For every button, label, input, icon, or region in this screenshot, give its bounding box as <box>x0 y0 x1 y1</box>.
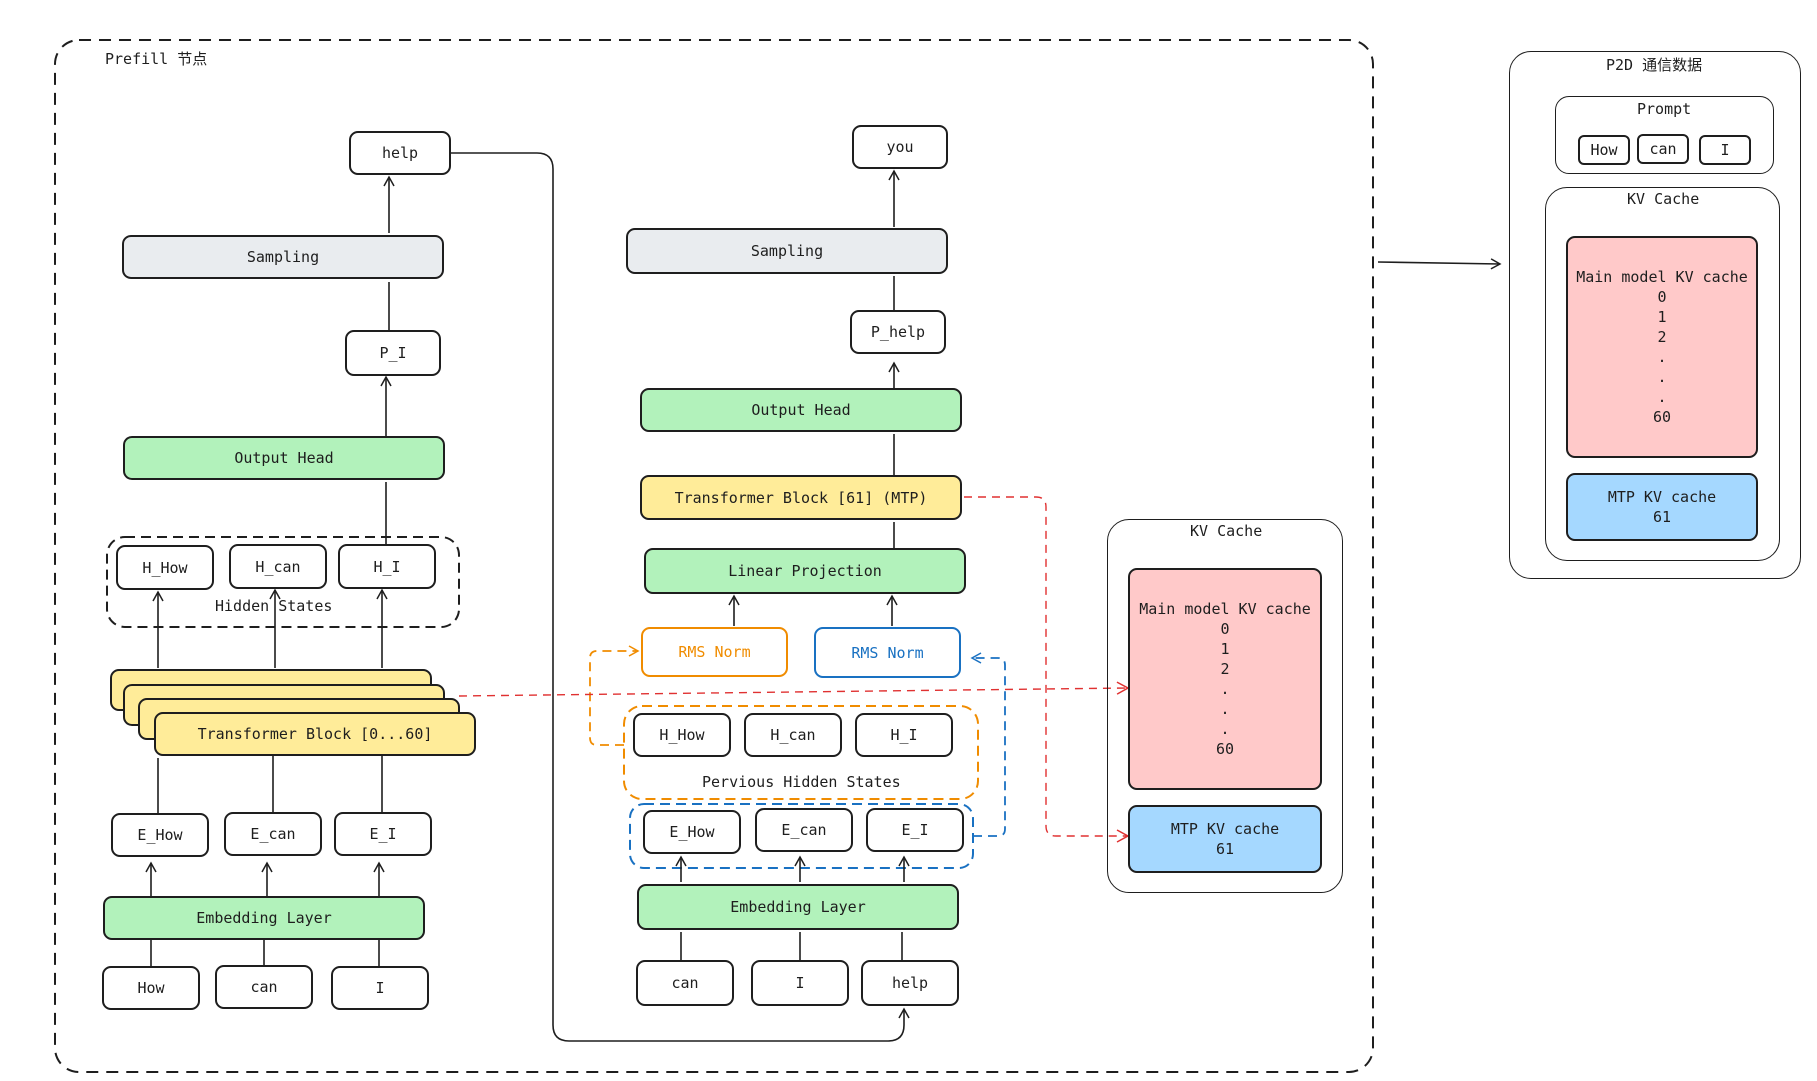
cache-layer: 61 <box>1215 840 1235 858</box>
hidden-states-group <box>106 536 460 628</box>
p2d-mtp-kv-cache: MTP KV cache 61 <box>1566 473 1758 541</box>
mtp-embedding-layer: Embedding Layer <box>637 884 959 930</box>
p2d-prompt-title: Prompt <box>1637 100 1692 118</box>
mtp-embedding: E_I <box>866 808 964 852</box>
cache-layer: . <box>1220 680 1230 698</box>
mtp-output-head: Output Head <box>640 388 962 432</box>
cache-title: MTP KV cache <box>1170 820 1280 838</box>
linear-projection: Linear Projection <box>644 548 966 594</box>
mtp-input-token: help <box>861 960 959 1006</box>
main-input-token: I <box>331 966 429 1010</box>
cache-layer: 61 <box>1652 508 1672 526</box>
mtp-input-token: I <box>751 960 849 1006</box>
rms-norm-left: RMS Norm <box>641 627 788 677</box>
p2d-title: P2D 通信数据 <box>1606 56 1703 74</box>
cache-title: Main model KV cache <box>1139 600 1311 618</box>
rms-norm-right: RMS Norm <box>814 627 961 678</box>
cache-layer: . <box>1657 388 1667 406</box>
cache-layer: . <box>1657 368 1667 386</box>
hidden-states-label: Hidden States <box>215 597 333 615</box>
main-hidden-state: H_I <box>338 544 436 589</box>
mtp-output-token: you <box>852 125 948 169</box>
main-embedding-layer: Embedding Layer <box>103 896 425 940</box>
cache-title: MTP KV cache <box>1607 488 1717 506</box>
mtp-embedding: E_How <box>643 810 741 854</box>
prefill-main-kv-cache: Main model KV cache 0 1 2 . . . 60 <box>1128 568 1322 790</box>
prefill-title: Prefill 节点 <box>105 50 208 68</box>
p2d-prompt-token: How <box>1578 135 1630 165</box>
p2d-prompt-panel <box>1555 96 1774 174</box>
cache-layer: . <box>1657 348 1667 366</box>
cache-layer: . <box>1220 720 1230 738</box>
cache-layer: 0 <box>1657 288 1667 306</box>
mtp-prev-hidden-state: H_can <box>744 713 842 757</box>
main-transformer-block: Transformer Block [0...60] <box>154 712 476 756</box>
prefill-frame <box>54 39 1374 1073</box>
main-sampling: Sampling <box>122 235 444 279</box>
main-embedding: E_can <box>224 812 322 856</box>
p2d-main-kv-cache: Main model KV cache 0 1 2 . . . 60 <box>1566 236 1758 458</box>
p2d-panel <box>1509 51 1801 579</box>
main-input-token: How <box>102 966 200 1010</box>
prefill-kv-cache-panel <box>1107 519 1343 893</box>
main-hidden-state: H_How <box>116 545 214 590</box>
main-embedding: E_I <box>334 812 432 856</box>
cache-layer: . <box>1220 700 1230 718</box>
p2d-kv-cache-panel <box>1545 187 1780 561</box>
cache-layer: 2 <box>1657 328 1667 346</box>
cache-layer: 1 <box>1657 308 1667 326</box>
p2d-prompt-token: can <box>1637 134 1689 164</box>
mtp-prob: P_help <box>850 310 946 354</box>
mtp-input-token: can <box>636 960 734 1006</box>
p2d-kv-cache-title: KV Cache <box>1627 190 1700 208</box>
prev-hidden-states-label: Pervious Hidden States <box>702 773 901 791</box>
p2d-prompt-token: I <box>1699 135 1751 165</box>
prefill-mtp-kv-cache: MTP KV cache 61 <box>1128 805 1322 873</box>
cache-layer: 1 <box>1220 640 1230 658</box>
mtp-sampling: Sampling <box>626 228 948 274</box>
main-output-head: Output Head <box>123 436 445 480</box>
main-output-token: help <box>349 131 451 175</box>
prefill-kv-cache-title: KV Cache <box>1190 522 1263 540</box>
mtp-prev-hidden-state: H_I <box>855 713 953 757</box>
mtp-embedding: E_can <box>755 808 853 852</box>
cache-layer: 2 <box>1220 660 1230 678</box>
prev-hidden-group <box>623 705 979 800</box>
main-input-token: can <box>215 965 313 1009</box>
cache-title: Main model KV cache <box>1576 268 1748 286</box>
mtp-prev-hidden-state: H_How <box>633 713 731 757</box>
main-embedding: E_How <box>111 813 209 857</box>
cache-layer: 60 <box>1652 408 1672 426</box>
mtp-transformer-block: Transformer Block [61] (MTP) <box>640 475 962 520</box>
main-prob: P_I <box>345 330 441 376</box>
cache-layer: 60 <box>1215 740 1235 758</box>
cache-layer: 0 <box>1220 620 1230 638</box>
main-hidden-state: H_can <box>229 544 327 589</box>
